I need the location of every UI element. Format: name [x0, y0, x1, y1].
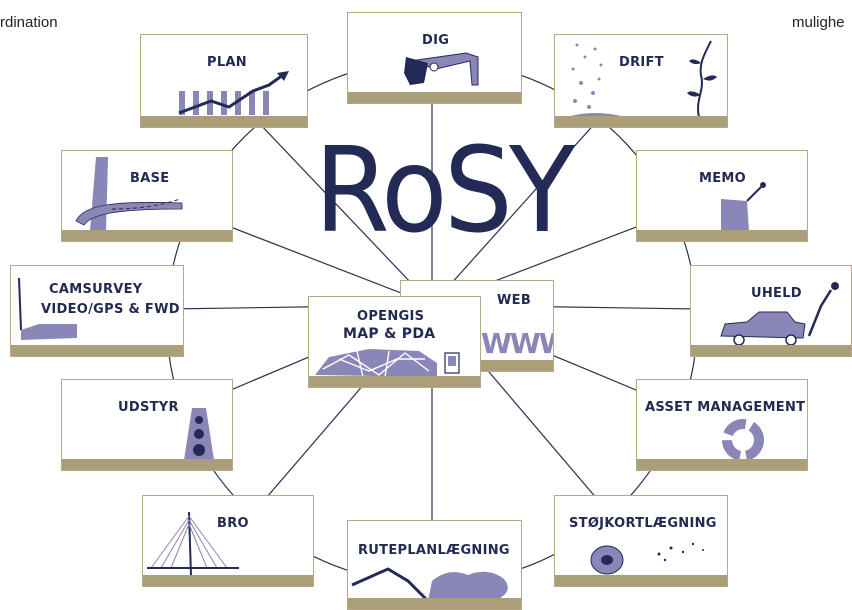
module-asset-management[interactable]: ASSET MANAGEMENT — [636, 379, 808, 471]
module-asset-management-base — [637, 459, 807, 470]
chart-arrow-icon — [178, 71, 289, 115]
map-icon — [315, 349, 460, 378]
module-opengis-base — [309, 376, 480, 387]
module-bro-base — [143, 575, 313, 586]
interchange-icon — [75, 157, 183, 231]
module-opengis[interactable]: OPENGIS MAP & PDA — [308, 296, 481, 388]
module-drift-label: DRIFT — [619, 55, 664, 70]
corner-text-right: mulighe — [792, 14, 845, 31]
module-camsurvey-base — [11, 345, 183, 356]
snow-plant-icon — [567, 40, 717, 118]
module-drift[interactable]: DRIFT — [554, 34, 728, 128]
module-camsurvey-label-2: VIDEO/GPS & FWD — [41, 302, 180, 317]
module-memo-label: MEMO — [699, 171, 747, 186]
module-ruteplanlaegning-label: RUTEPLANLÆGNING — [358, 543, 510, 558]
module-opengis-label-2: MAP & PDA — [343, 326, 436, 342]
recorder-icon — [721, 182, 766, 231]
traffic-light-icon — [184, 408, 214, 460]
survey-vehicle-icon — [18, 277, 77, 340]
module-camsurvey[interactable]: CAMSURVEY VIDEO/GPS & FWD — [10, 265, 184, 357]
module-stojkortlaegning[interactable]: STØJKORTLÆGNING — [554, 495, 728, 587]
module-plan-base — [141, 116, 307, 127]
module-udstyr-base — [62, 459, 232, 470]
module-uheld-label: UHELD — [751, 286, 802, 301]
module-udstyr-label: UDSTYR — [118, 400, 179, 415]
module-drift-base — [555, 116, 727, 127]
module-uheld-base — [691, 345, 851, 356]
cycle-arrows-icon — [722, 419, 764, 461]
module-dig[interactable]: DIG — [347, 12, 522, 104]
module-memo[interactable]: MEMO — [636, 150, 808, 242]
module-plan[interactable]: PLAN — [140, 34, 308, 128]
module-bro-label: BRO — [217, 516, 249, 531]
noise-tire-icon — [590, 542, 704, 575]
module-ruteplanlaegning[interactable]: RUTEPLANLÆGNING — [347, 520, 522, 610]
module-stojkortlaegning-label: STØJKORTLÆGNING — [569, 516, 717, 531]
module-udstyr[interactable]: UDSTYR — [61, 379, 233, 471]
module-plan-label: PLAN — [207, 55, 247, 70]
module-uheld[interactable]: UHELD — [690, 265, 852, 357]
module-dig-base — [348, 92, 521, 103]
bridge-icon — [147, 511, 239, 577]
module-web-label: WEB — [497, 293, 532, 308]
module-bro[interactable]: BRO — [142, 495, 314, 587]
rosy-title: RoSY — [314, 121, 575, 259]
route-arm-icon — [351, 567, 508, 603]
module-memo-base — [637, 230, 807, 241]
module-camsurvey-label-1: CAMSURVEY — [49, 282, 143, 297]
www-graphic: WWW — [481, 327, 553, 360]
excavator-icon — [404, 52, 479, 86]
corner-text-left: rdination — [0, 14, 58, 31]
module-dig-label: DIG — [422, 33, 450, 48]
car-crash-icon — [720, 282, 839, 346]
module-opengis-label-1: OPENGIS — [357, 309, 425, 324]
module-base[interactable]: BASE — [61, 150, 233, 242]
module-asset-management-label: ASSET MANAGEMENT — [645, 400, 806, 415]
module-stojkortlaegning-base — [555, 575, 727, 586]
module-ruteplanlaegning-base — [348, 598, 521, 609]
module-base-base — [62, 230, 232, 241]
module-base-label: BASE — [130, 171, 170, 186]
